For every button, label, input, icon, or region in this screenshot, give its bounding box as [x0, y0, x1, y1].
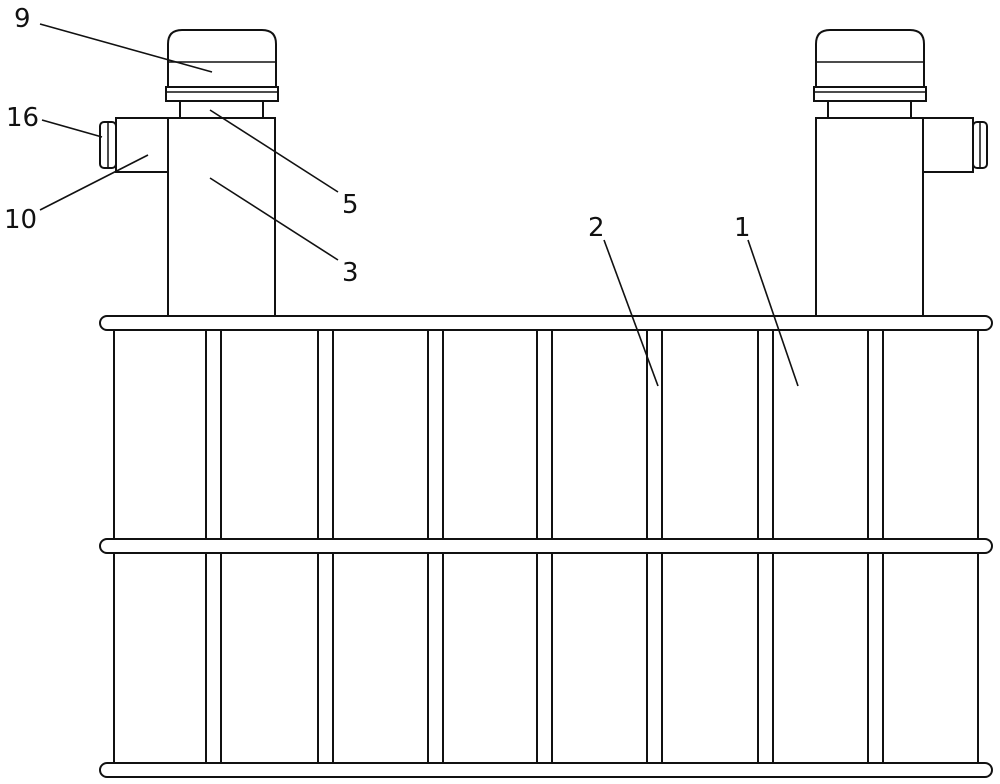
leader-9	[39, 23, 213, 73]
label-3: 3	[342, 258, 359, 288]
label-2: 2	[588, 213, 605, 243]
leader-10	[39, 154, 149, 211]
part-labels: 9 16 10 5 3 2 1	[4, 4, 751, 288]
label-9: 9	[14, 4, 31, 34]
right-side-housing	[922, 117, 974, 173]
leader-3	[209, 177, 339, 261]
leader-16	[41, 119, 103, 138]
cage-frame	[99, 315, 993, 778]
right-column	[815, 117, 924, 317]
left-column	[167, 117, 276, 317]
leader-lines	[39, 23, 799, 387]
left-neck	[179, 100, 264, 119]
leader-2	[603, 239, 659, 387]
right-neck	[827, 100, 912, 119]
left-motor-cap	[167, 29, 277, 88]
left-side-housing	[115, 117, 169, 173]
label-1: 1	[734, 213, 751, 243]
right-motor-cap	[815, 29, 925, 88]
label-16: 16	[6, 103, 39, 133]
bottom-rail	[99, 762, 993, 778]
left-column-assembly	[99, 29, 279, 317]
top-rail	[99, 315, 993, 331]
label-5: 5	[342, 190, 359, 220]
leader-1	[747, 239, 799, 387]
middle-rail	[99, 538, 993, 554]
label-10: 10	[4, 205, 37, 235]
right-column-assembly	[813, 29, 988, 317]
right-flange	[813, 86, 927, 102]
left-flange	[165, 86, 279, 102]
leader-5	[209, 109, 339, 193]
